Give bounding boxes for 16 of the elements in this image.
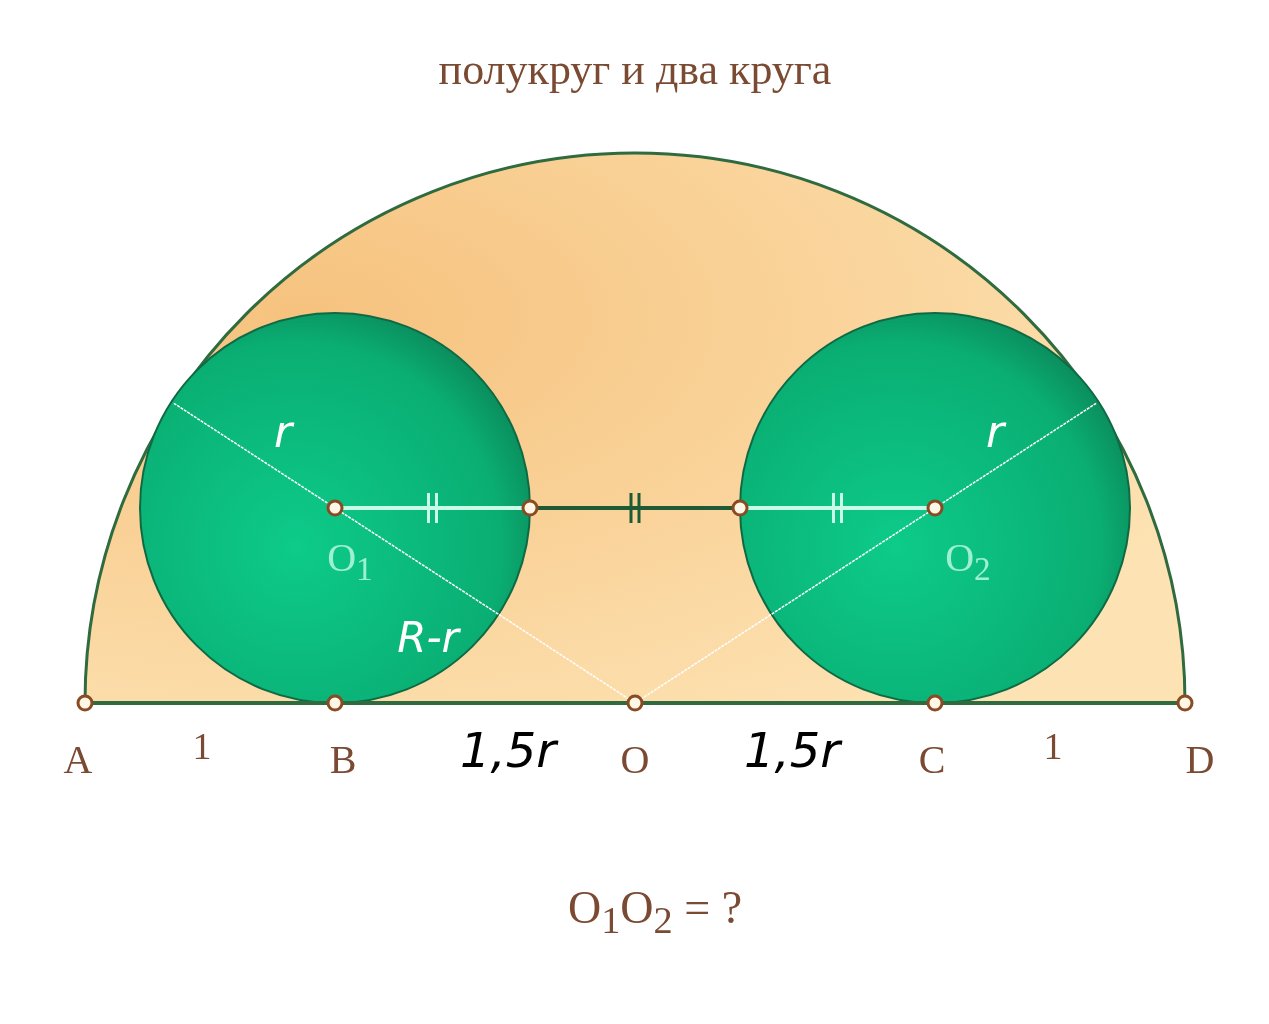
point-label: O — [620, 740, 650, 780]
point-label: A — [63, 740, 93, 780]
point-label: D — [1185, 740, 1215, 780]
segment-label: R-r — [397, 617, 459, 659]
length-label: 1 — [1043, 727, 1063, 765]
length-label: 1 — [192, 727, 212, 765]
point-label: C — [918, 740, 946, 780]
question-caption: O$_{1}$O$_{2}$ = ? — [567, 884, 743, 940]
radius-label: r — [273, 410, 293, 454]
point-label: B — [329, 740, 357, 780]
length-label: 1,5r — [743, 726, 841, 774]
center-label: O$_{1}$ — [327, 538, 373, 586]
radius-label: r — [985, 410, 1005, 454]
length-label: 1,5r — [459, 726, 557, 774]
diagram-title: полукруг и два круга — [438, 48, 832, 92]
center-label: O$_{2}$ — [945, 538, 991, 586]
